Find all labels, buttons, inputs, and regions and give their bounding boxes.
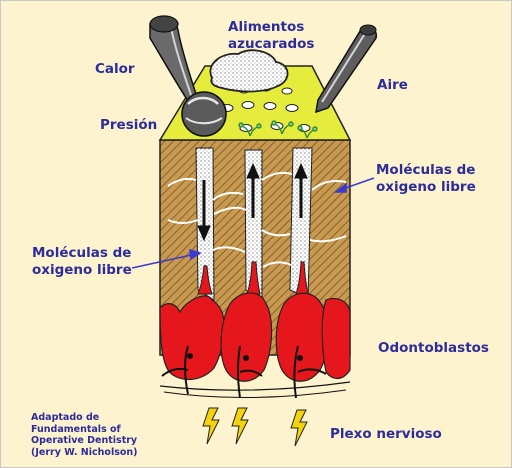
credit-line: Fundamentals of (31, 424, 137, 436)
label-odontoblastos: Odontoblastos (378, 340, 489, 356)
source-credit: Adaptado de Fundamentals of Operative De… (31, 412, 137, 458)
heat-probe-icon (150, 16, 198, 104)
label-aire: Aire (377, 77, 408, 93)
label-alimentos-line1: Alimentos (228, 19, 304, 35)
label-moleculas-right-line1: Moléculas de (376, 162, 475, 178)
odontoblast-cells (160, 293, 350, 381)
label-moleculas-left-line2: oxigeno libre (32, 262, 132, 278)
label-moleculas-left-line1: Moléculas de (32, 245, 131, 261)
label-moleculas-right-line2: oxigeno libre (376, 179, 476, 195)
label-calor: Calor (95, 61, 135, 77)
pressure-ball-icon (182, 92, 226, 136)
lightning-bolt-icons (203, 408, 307, 446)
label-plexo-nervioso: Plexo nervioso (330, 426, 442, 442)
credit-line: Operative Dentistry (31, 435, 137, 447)
air-syringe-icon (316, 25, 376, 112)
label-alimentos-line2: azucarados (228, 36, 314, 52)
food-lump (210, 50, 287, 91)
credit-line: (Jerry W. Nicholson) (31, 447, 137, 459)
label-presion: Presión (100, 117, 157, 133)
credit-line: Adaptado de (31, 412, 137, 424)
